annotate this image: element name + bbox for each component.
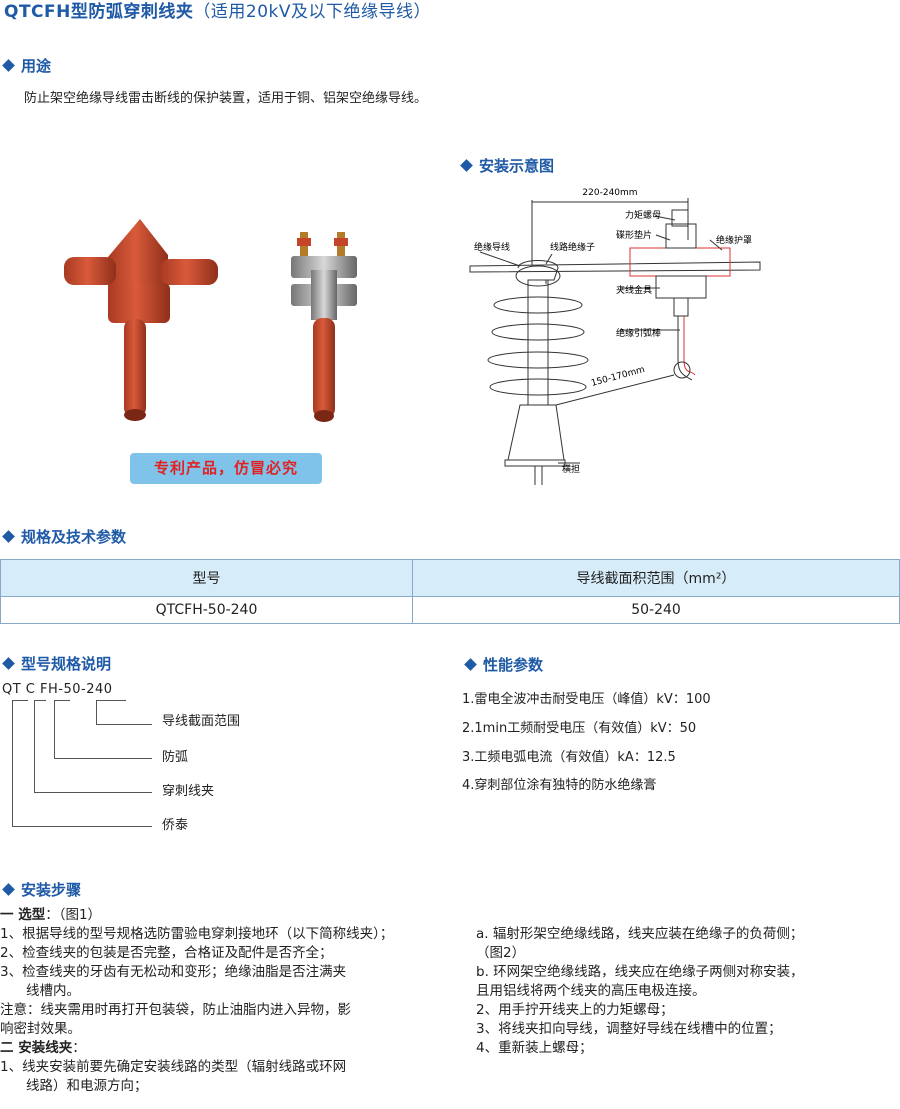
fitting-label: 夹线金具: [616, 284, 652, 296]
col-range: 导线截面积范围（mm²）: [412, 559, 900, 597]
cell-model: QTCFH-50-240: [0, 596, 413, 624]
diamond-icon: [2, 59, 15, 72]
step-line: 且用铝线将两个线夹的高压电极连接。: [476, 983, 706, 999]
perf-item: 2.1min工频耐受电压（有效值）kV：50: [462, 721, 697, 736]
dim-bottom-label: 150-170mm: [590, 365, 646, 389]
usage-text: 防止架空绝缘导线雷击断线的保护装置，适用于铜、铝架空绝缘导线。: [24, 91, 428, 106]
step-line: b. 环网架空绝缘线路，线夹应在绝缘子两侧对称安装，: [476, 964, 804, 980]
step-line: 注意：线夹需用时再打开包装袋，防止油脂内进入异物，影: [0, 1002, 351, 1018]
product-photo-fitting: [291, 232, 357, 422]
install-steps-heading: 安装步骤: [2, 879, 81, 900]
perf-item: 4.穿刺部位涂有独特的防水绝缘膏: [462, 778, 657, 793]
cover-label: 绝缘护罩: [716, 234, 752, 246]
page-title: QTCFH型防弧穿刺线夹（适用20kV及以下绝缘导线）: [4, 0, 431, 22]
table-row: QTCFH-50-240 50-240: [0, 596, 900, 624]
crossarm-label: 横担: [562, 463, 580, 475]
model-item-brand: 侨泰: [162, 818, 189, 833]
spec-table: 型号 导线截面积范围（mm²） QTCFH-50-240 50-240: [0, 559, 900, 624]
step-line: 3、检查线夹的牙齿有无松动和变形；绝缘油脂是否注满夹: [0, 964, 347, 980]
dim-top-label: 220-240mm: [582, 188, 637, 198]
torque-nut-label: 力矩螺母: [625, 209, 661, 221]
diamond-icon: [2, 530, 15, 543]
step-line: 3、将线夹扣向导线，调整好导线在线槽中的位置；: [476, 1021, 782, 1037]
install-diagram: 220-240mm 力矩螺母 碟形垫片 绝缘护罩 绝缘导线 线路绝缘子 夹线金具…: [469, 188, 761, 485]
model-item-clamp: 穿刺线夹: [162, 784, 215, 799]
step-line: 二 安装线夹：: [0, 1040, 86, 1056]
usage-heading: 用途: [2, 55, 51, 76]
spec-table-header: 型号 导线截面积范围（mm²）: [0, 559, 900, 597]
step-line: 响密封效果。: [0, 1021, 81, 1037]
step-line: 4、重新装上螺母；: [476, 1040, 593, 1056]
performance-heading: 性能参数: [464, 654, 543, 675]
step-line: 线路）和电源方向；: [26, 1078, 148, 1094]
model-explain-heading: 型号规格说明: [2, 653, 111, 674]
diamond-icon: [464, 658, 477, 671]
product-photo-covered: [64, 219, 218, 421]
insulator-label: 线路绝缘子: [550, 241, 595, 253]
diamond-icon: [460, 159, 473, 172]
step-line: 线槽内。: [26, 983, 80, 999]
step-line: 2、检查线夹的包装是否完整，合格证及配件是否齐全；: [0, 945, 333, 961]
install-steps-right: a. 辐射形架空绝缘线路，线夹应装在绝缘子的负荷侧； （图2） b. 环网架空绝…: [476, 925, 896, 1058]
diamond-icon: [2, 657, 15, 670]
model-item-arc: 防弧: [162, 750, 189, 765]
conductor-label: 绝缘导线: [474, 241, 510, 253]
arc-rod-label: 绝缘引弧棒: [616, 327, 661, 339]
disc-pad-label: 碟形垫片: [616, 229, 652, 241]
model-item-range: 导线截面范围: [162, 714, 241, 729]
title-subtitle: （适用20kV及以下绝缘导线）: [193, 2, 431, 22]
perf-item: 1.雷电全波冲击耐受电压（峰值）kV：100: [462, 692, 711, 707]
patent-badge: 专利产品，仿冒必究: [130, 453, 322, 484]
step-line: （图2）: [476, 945, 526, 961]
col-model: 型号: [0, 559, 413, 597]
specs-heading: 规格及技术参数: [2, 526, 126, 547]
step-line: 1、根据导线的型号规格选防雷验电穿刺接地环（以下简称线夹）；: [0, 926, 394, 942]
step-line: 1、线夹安装前要先确定安装线路的类型（辐射线路或环网: [0, 1059, 347, 1075]
title-main: QTCFH型防弧穿刺线夹: [4, 2, 194, 22]
step-line: a. 辐射形架空绝缘线路，线夹应装在绝缘子的负荷侧；: [476, 926, 804, 942]
cell-range: 50-240: [412, 596, 900, 624]
step-line: 2、用手拧开线夹上的力矩螺母；: [476, 1002, 674, 1018]
model-code: QT C FH-50-240: [2, 682, 113, 697]
perf-item: 3.工频电弧电流（有效值）kA：12.5: [462, 750, 676, 765]
diamond-icon: [2, 883, 15, 896]
install-steps-left: 一 选型：（图1） 1、根据导线的型号规格选防雷验电穿刺接地环（以下简称线夹）；…: [0, 906, 455, 1096]
step-line: 一 选型：（图1）: [0, 907, 102, 923]
install-diagram-heading: 安装示意图: [460, 155, 554, 176]
